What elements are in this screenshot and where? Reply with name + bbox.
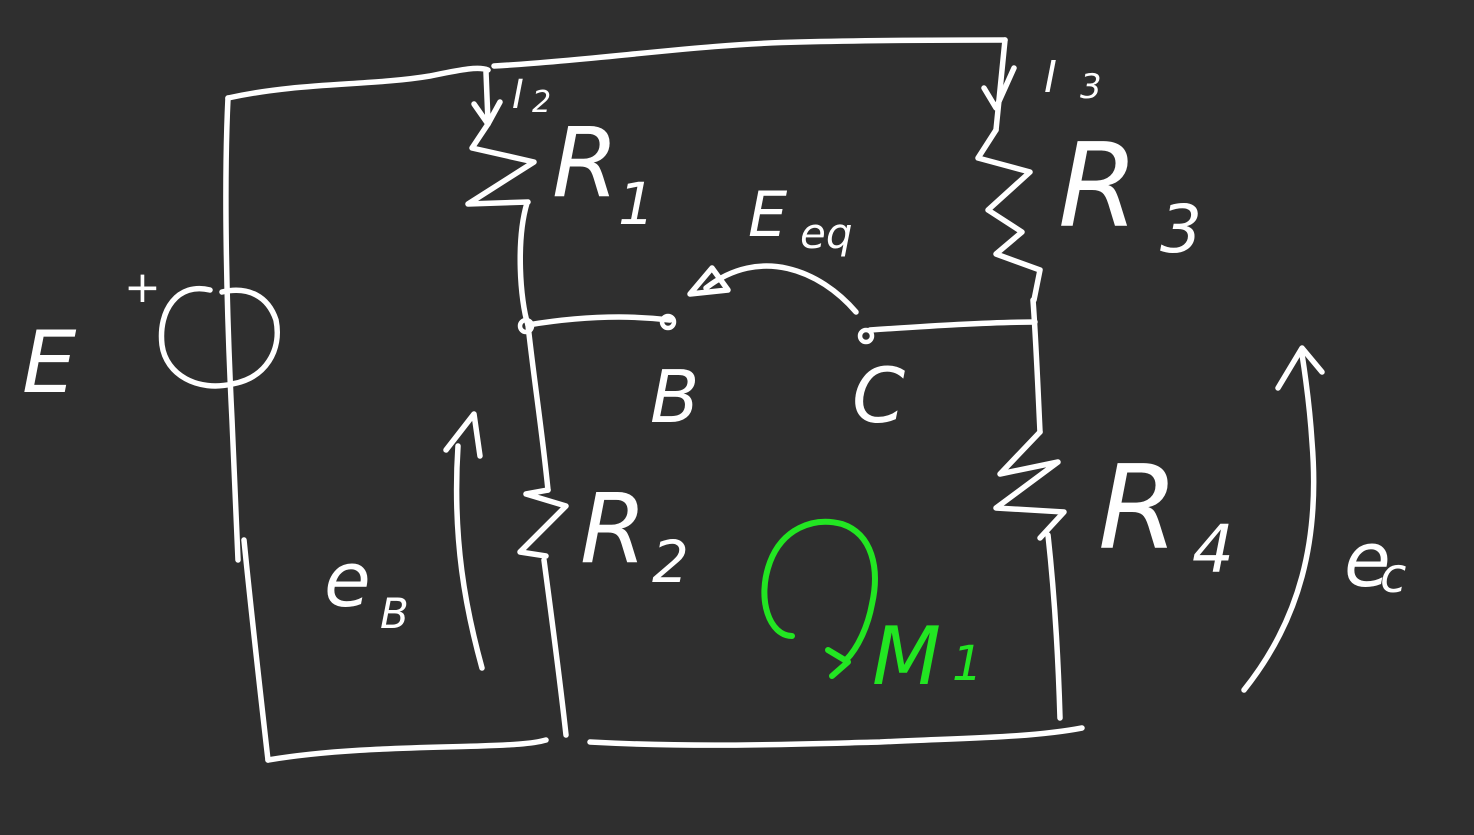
label-node-b: B xyxy=(650,355,699,439)
resistor-r4 xyxy=(993,429,1067,541)
label-ec-sub: c xyxy=(1380,548,1406,604)
eb-arrow-curve xyxy=(453,443,485,671)
wire-lower-right xyxy=(1045,532,1063,721)
label-source-e: E xyxy=(22,313,77,413)
label-eeq-sub: eq xyxy=(800,209,853,258)
wire-i2-stem xyxy=(483,69,491,125)
labels: E + I 2 I 3 R 1 R 2 R 3 R 4 E eq B C e B… xyxy=(22,52,1406,703)
i3-arrowhead xyxy=(981,65,1017,111)
label-mesh: M xyxy=(872,610,941,703)
wire-mid-right xyxy=(1030,297,1043,435)
wire-node-b xyxy=(525,314,673,328)
wire-left-lower xyxy=(241,537,271,763)
terminal-c-dot xyxy=(857,327,875,345)
ec-arrow-curve xyxy=(1241,351,1317,693)
terminal-b-dot xyxy=(659,313,677,331)
label-r4-sub: 4 xyxy=(1192,511,1234,588)
label-r1-sub: 1 xyxy=(618,170,655,238)
label-node-c: C xyxy=(852,351,905,440)
voltage-source-icon xyxy=(158,285,280,389)
label-source-plus: + xyxy=(124,262,161,313)
label-r3: R xyxy=(1058,119,1139,254)
label-r1: R xyxy=(552,107,619,219)
wire-node-c xyxy=(867,319,1038,333)
wire-bottom-left xyxy=(265,737,549,763)
resistor-r2 xyxy=(517,487,569,559)
label-r4: R xyxy=(1098,441,1179,576)
label-r2-sub: 2 xyxy=(652,528,689,596)
label-i3-sub: 3 xyxy=(1080,67,1102,107)
ec-arrowhead xyxy=(1275,345,1325,391)
wire-i3-stem xyxy=(993,37,1008,133)
wire-bottom-right xyxy=(587,725,1085,748)
label-eb: e xyxy=(324,535,371,624)
wire-lower-left xyxy=(541,557,569,738)
label-eeq: E xyxy=(748,178,788,251)
mesh-loop-arrow xyxy=(761,518,878,663)
label-i2-sub: 2 xyxy=(532,85,551,120)
label-mesh-sub: 1 xyxy=(952,636,983,692)
label-i2: I xyxy=(512,72,524,118)
label-r3-sub: 3 xyxy=(1160,191,1202,268)
eeq-arrowhead xyxy=(687,265,731,297)
label-ec: e xyxy=(1344,515,1391,604)
resistor-r1 xyxy=(465,121,537,207)
wire-left-upper xyxy=(223,95,241,563)
mesh-loop-arrowhead xyxy=(825,647,851,679)
resistor-r3 xyxy=(975,127,1043,303)
wire-top-left xyxy=(225,65,491,101)
label-r2: R xyxy=(580,473,647,585)
eeq-arrow-curve xyxy=(703,263,859,315)
label-i3: I xyxy=(1044,52,1057,103)
wire-mid-left xyxy=(517,200,551,493)
junction-left-dot xyxy=(517,317,535,335)
wires xyxy=(223,37,1085,763)
wire-top-right xyxy=(491,37,1008,69)
eb-arrowhead xyxy=(443,411,483,459)
label-eb-sub: B xyxy=(380,589,409,638)
